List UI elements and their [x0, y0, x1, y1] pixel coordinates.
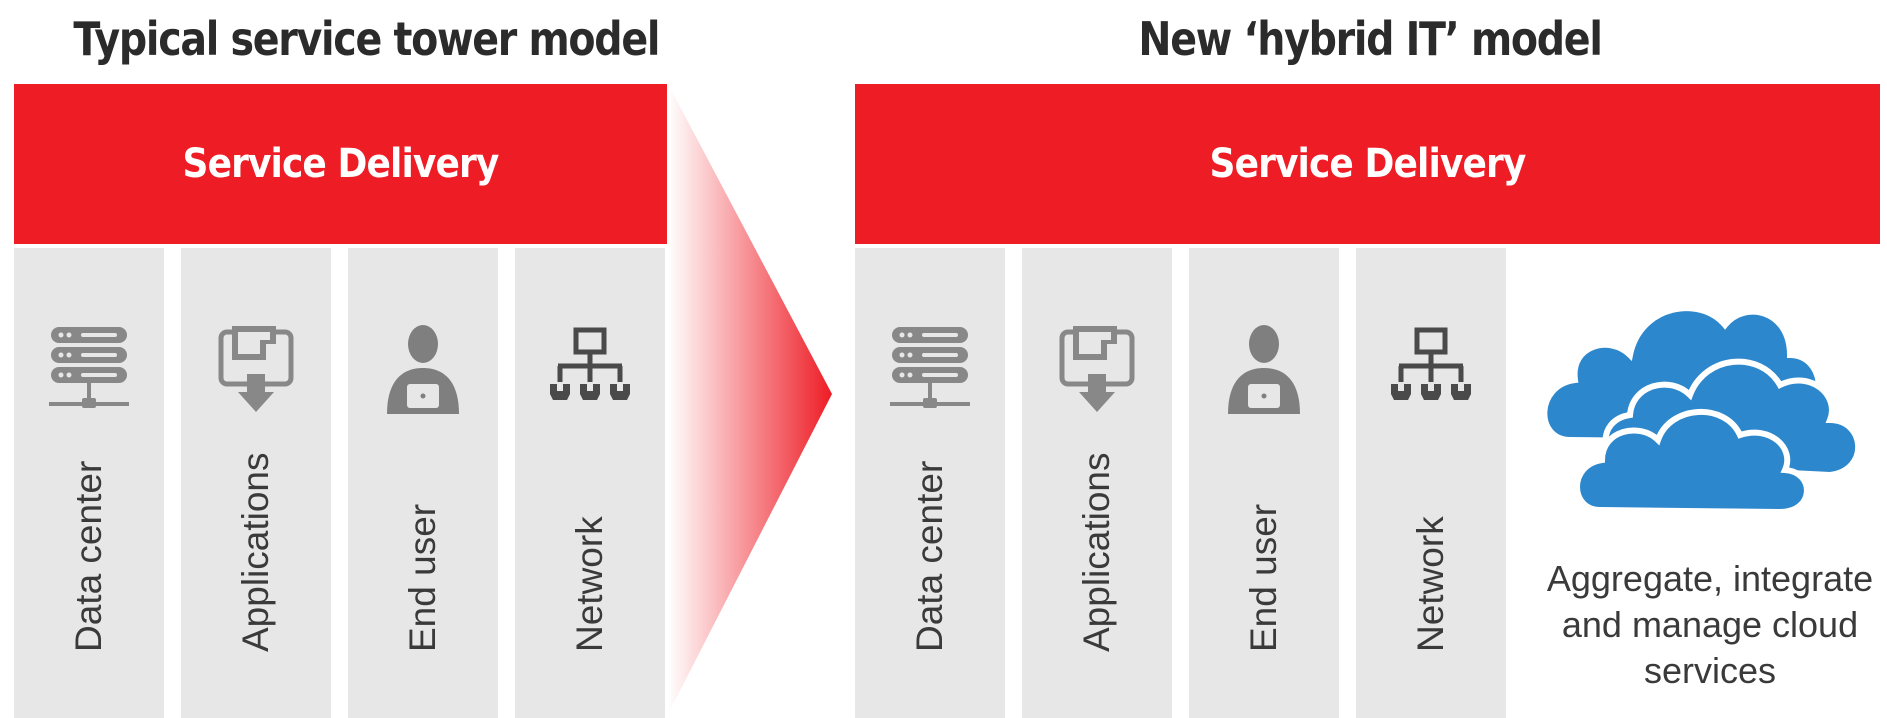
- left-service-delivery-banner: Service Delivery: [14, 84, 667, 244]
- server-rack-icon: [49, 327, 129, 408]
- server-rack-icon: [890, 327, 970, 408]
- application-download-icon: [1059, 326, 1135, 412]
- transition-arrow: [668, 84, 832, 714]
- right-tower-end-user: End user: [1189, 248, 1339, 718]
- left-title: Typical service tower model: [73, 12, 660, 66]
- application-download-icon: [218, 326, 294, 412]
- cloud-caption: Aggregate, integrate and manage cloud se…: [1546, 558, 1874, 691]
- right-tower-data-center: Data center: [855, 248, 1005, 718]
- cloud-stack-icon: [1541, 305, 1862, 516]
- tower-label: Network: [1410, 516, 1451, 652]
- tower-label: End user: [402, 503, 443, 652]
- network-topology-icon: [550, 327, 630, 400]
- right-tower-network: Network: [1356, 248, 1506, 718]
- left-tower-network: Network: [515, 248, 665, 718]
- network-topology-icon: [1391, 327, 1471, 400]
- tower-label: Data center: [68, 460, 109, 652]
- right-title: New ‘hybrid IT’ model: [1138, 12, 1603, 66]
- user-laptop-icon: [1228, 325, 1300, 414]
- tower-label: End user: [1243, 503, 1284, 652]
- left-tower-data-center: Data center: [14, 248, 164, 718]
- left-tower-end-user: End user: [348, 248, 498, 718]
- right-service-delivery-banner: Service Delivery: [855, 84, 1880, 244]
- tower-label: Data center: [909, 460, 950, 652]
- tower-label: Applications: [1076, 452, 1117, 652]
- left-banner-label: Service Delivery: [182, 141, 500, 187]
- user-laptop-icon: [387, 325, 459, 414]
- tower-label: Network: [569, 516, 610, 652]
- right-banner-label: Service Delivery: [1209, 141, 1527, 187]
- left-tower-applications: Applications: [181, 248, 331, 718]
- right-tower-applications: Applications: [1022, 248, 1172, 718]
- tower-label: Applications: [235, 452, 276, 652]
